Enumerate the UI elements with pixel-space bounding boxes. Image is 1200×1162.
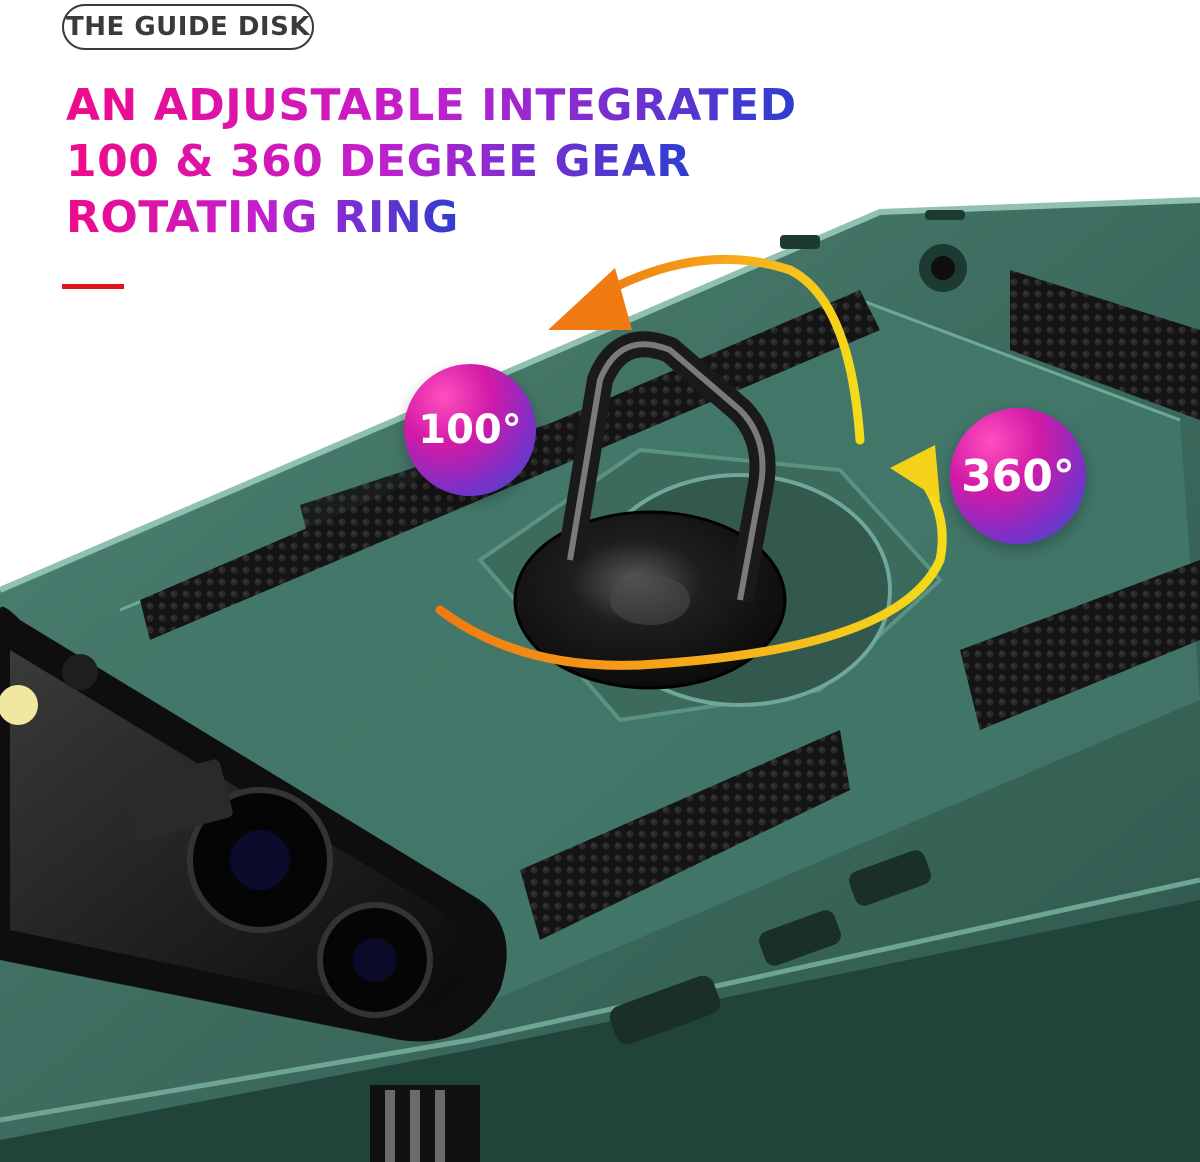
case-rim — [0, 197, 1200, 593]
rotation-arc — [435, 465, 947, 670]
grip-strip — [1010, 270, 1200, 420]
grip-strip — [520, 730, 850, 940]
flash — [0, 685, 38, 725]
headline-line-2: 100 & 360 DEGREE GEAR — [66, 134, 691, 190]
arrow-head — [890, 445, 940, 500]
grip-strip — [960, 560, 1200, 730]
headline: AN ADJUSTABLE INTEGRATED 100 & 360 DEGRE… — [66, 78, 826, 246]
accent-divider — [62, 284, 124, 289]
case-lower-edge — [0, 900, 1200, 1162]
headline-line-1: AN ADJUSTABLE INTEGRATED — [66, 78, 797, 134]
rotation-arc — [595, 254, 865, 445]
guide-disk-pill: THE GUIDE DISK — [62, 4, 314, 50]
headline-line-3: ROTATING RING — [66, 190, 459, 246]
badge-360-degree: 360° — [950, 408, 1086, 544]
badge-100-degree: 100° — [404, 364, 536, 496]
arrow-head — [548, 268, 632, 330]
